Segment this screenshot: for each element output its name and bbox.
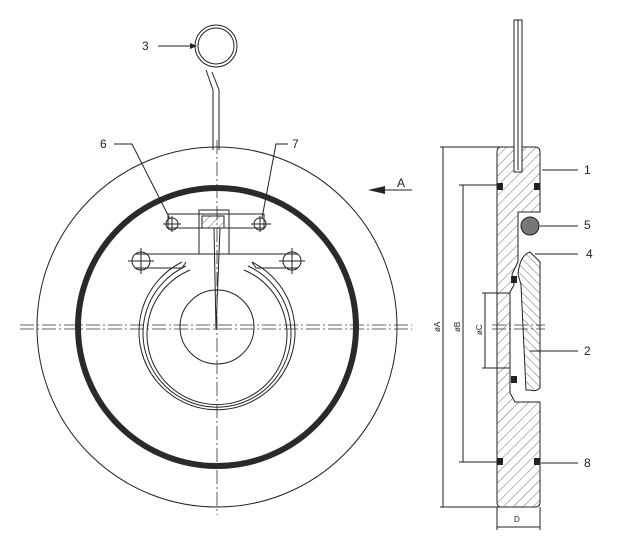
hinge-bar	[135, 253, 298, 269]
spring-leg	[213, 227, 221, 331]
dimension-a: øA	[433, 321, 442, 332]
disc-section	[517, 251, 541, 392]
dimension-b: øB	[453, 322, 462, 332]
view-arrow-icon	[368, 186, 385, 194]
callout-2: 2	[584, 344, 591, 358]
stem	[205, 69, 220, 150]
bolt-right	[279, 248, 305, 274]
bolt-6	[163, 216, 181, 232]
bolt-7	[251, 216, 271, 232]
hinge-pin-section	[520, 216, 540, 236]
view-label-a: A	[397, 176, 405, 190]
callout-4: 4	[586, 247, 593, 261]
hinge-block	[198, 209, 230, 255]
callout-7: 7	[292, 137, 299, 151]
dimension-c: øC	[475, 324, 484, 335]
dimension-d: D	[514, 515, 520, 524]
lifting-ring	[194, 24, 238, 68]
side-view	[440, 19, 578, 530]
valve-body-section	[496, 146, 541, 508]
spring-coil	[201, 215, 225, 229]
front-view	[20, 24, 412, 515]
bolt-left	[128, 248, 154, 274]
callout-5: 5	[584, 218, 591, 232]
callout-6: 6	[100, 137, 107, 151]
callout-8: 8	[584, 456, 591, 470]
callout-3: 3	[142, 39, 149, 53]
callout-1: 1	[584, 163, 591, 177]
